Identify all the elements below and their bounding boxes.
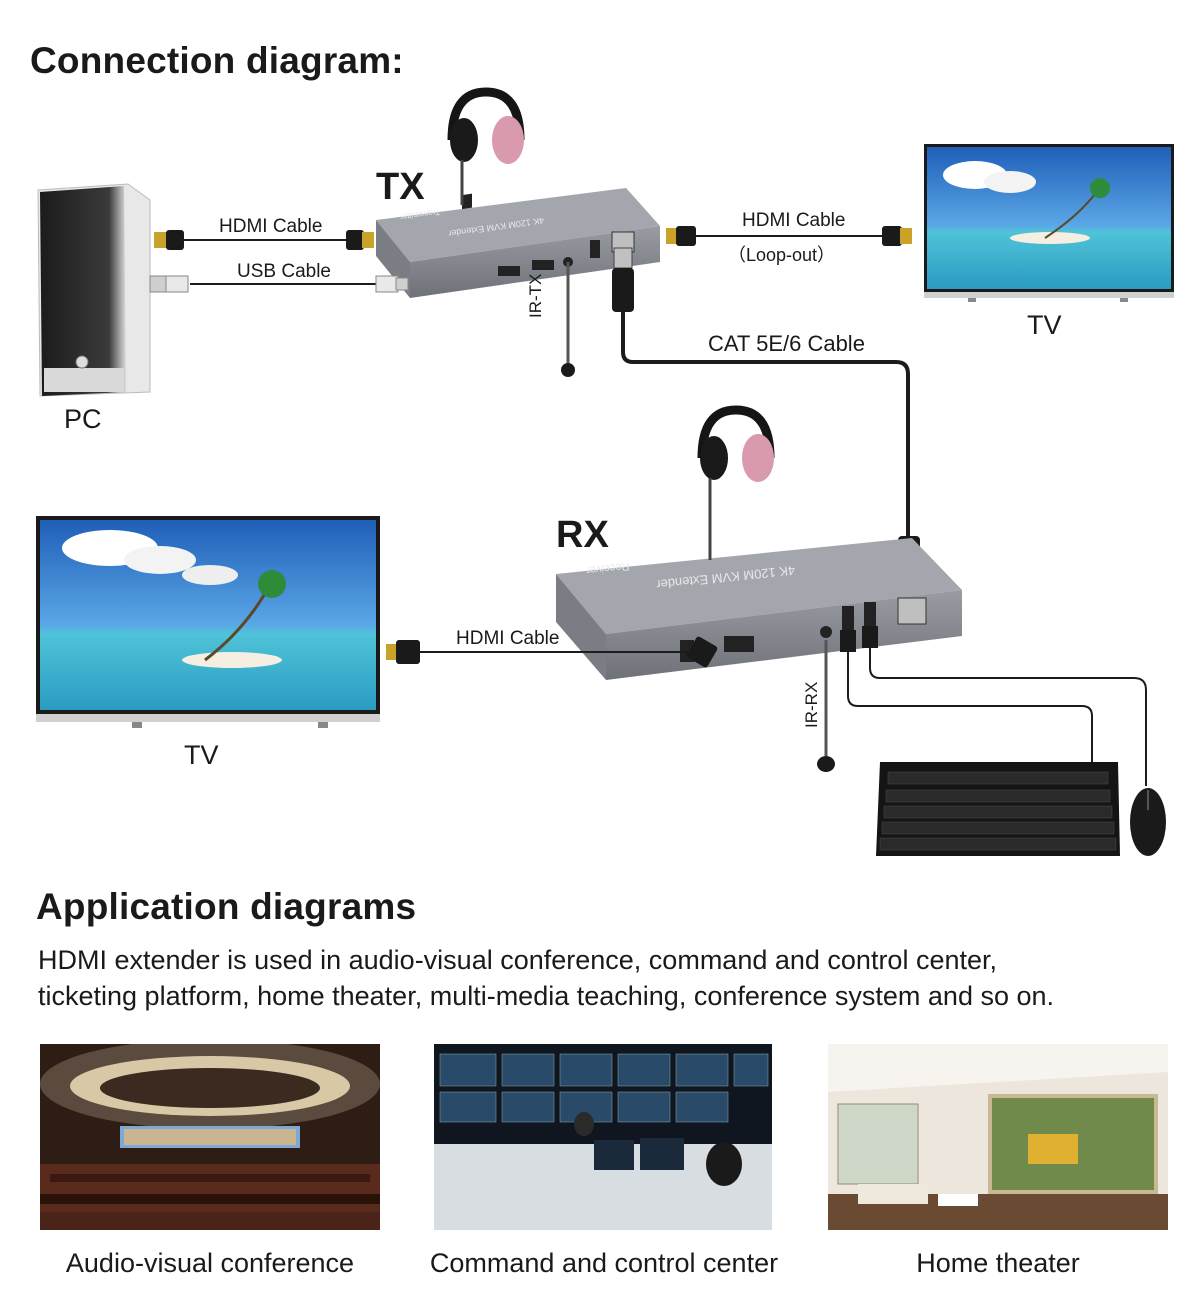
home-theater-photo xyxy=(828,1044,1168,1230)
conference-photo xyxy=(40,1044,380,1230)
rx-device-icon xyxy=(556,538,962,680)
usb-cable-pc-tx xyxy=(149,275,409,293)
ir-rx-sensor xyxy=(817,640,835,772)
caption-conference: Audio-visual conference xyxy=(65,1248,355,1278)
ir-rx-label: IR-RX xyxy=(802,681,821,728)
description-line-1: HDMI extender is used in audio-visual co… xyxy=(38,945,998,975)
caption-home-theater: Home theater xyxy=(916,1248,1080,1278)
tx-device-icon xyxy=(376,188,660,298)
hdmi-cable-loop-label: HDMI Cable xyxy=(742,210,846,231)
hdmi-cable-rx-label: HDMI Cable xyxy=(456,628,560,649)
keyboard-icon xyxy=(876,762,1120,856)
description-line-2: ticketing platform, home theater, multi-… xyxy=(38,981,1055,1011)
hdmi-cable-rx-tv xyxy=(386,636,718,668)
pc-tower-icon xyxy=(37,183,151,397)
loop-out-label: （Loop-out） xyxy=(728,245,836,265)
tx-label: TX xyxy=(376,166,425,208)
tv-right-label: TV xyxy=(1027,310,1062,340)
application-diagrams-title: Application diagrams xyxy=(36,886,417,927)
pc-label: PC xyxy=(64,404,102,434)
ir-tx-sensor xyxy=(561,262,575,377)
connection-diagram-svg xyxy=(36,87,1174,856)
caption-control-center: Command and control center xyxy=(429,1248,779,1278)
ir-tx-label: IR-TX xyxy=(526,273,545,318)
tv-left-icon xyxy=(36,516,380,728)
tv-left-label: TV xyxy=(184,740,219,770)
hdmi-cable-pc-tx xyxy=(154,230,374,250)
cat-cable-label: CAT 5E/6 Cable xyxy=(708,331,865,356)
rx-label: RX xyxy=(556,514,609,556)
headphones-rx-icon xyxy=(697,405,775,560)
hdmi-cable-loop-out xyxy=(666,226,912,246)
tv-right-icon xyxy=(924,144,1174,302)
application-description: HDMI extender is used in audio-visual co… xyxy=(38,942,1178,1014)
connection-diagram-title: Connection diagram: xyxy=(30,40,404,81)
hdmi-cable-pc-label: HDMI Cable xyxy=(219,216,323,237)
headphones-tx-icon xyxy=(447,87,525,205)
control-center-photo xyxy=(434,1044,772,1230)
mouse-icon xyxy=(1130,788,1166,856)
usb-cables-rx xyxy=(840,626,1147,786)
usb-cable-label: USB Cable xyxy=(237,261,331,282)
